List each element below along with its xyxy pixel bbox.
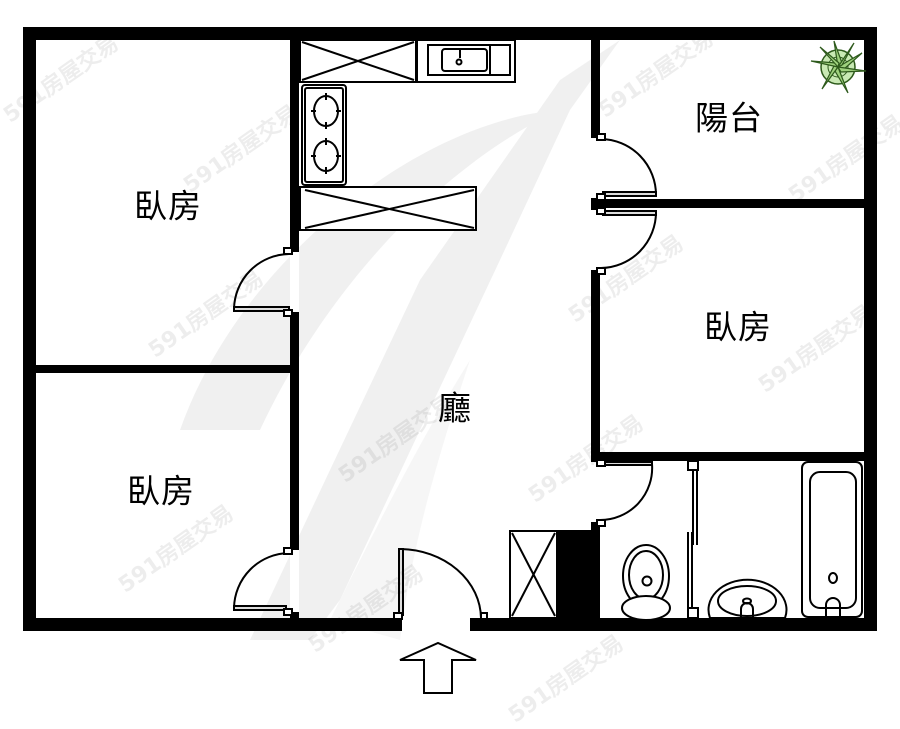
kitchen-counter-top <box>299 39 417 83</box>
room-label-balcony: 陽台 <box>695 98 763 138</box>
closet <box>509 530 558 619</box>
washbasin <box>707 578 788 619</box>
outer-walls <box>23 27 877 631</box>
watermark-logo <box>180 40 620 640</box>
room-label-bedroom-1: 臥房 <box>134 186 202 226</box>
interior-walls <box>36 40 864 618</box>
entrance-door[interactable] <box>393 548 488 620</box>
kitchen-counter-lower <box>299 186 477 231</box>
balcony-door[interactable] <box>596 133 657 201</box>
bathtub <box>801 461 863 618</box>
door-gaps <box>290 138 600 631</box>
floor-plan: 591房屋交易 591房屋交易 591房屋交易 591房屋交易 591房屋交易 … <box>0 26 900 728</box>
plant-icon <box>810 40 867 94</box>
kitchen <box>299 39 516 231</box>
bathroom-fixtures <box>621 460 863 621</box>
shower-partition <box>687 460 699 619</box>
doors[interactable] <box>233 133 657 620</box>
toilet <box>621 544 671 621</box>
floor-plan-drawing <box>23 27 877 694</box>
room-label-bedroom-2: 臥房 <box>127 471 195 511</box>
bathroom-door[interactable] <box>596 459 654 527</box>
up-arrow-icon <box>399 641 477 694</box>
room-label-living-room: 廳 <box>438 388 472 428</box>
bedroom-1-door[interactable] <box>233 247 293 317</box>
bedroom-2-door[interactable] <box>233 547 293 616</box>
kitchen-stove <box>301 84 347 186</box>
bedroom-3-door[interactable] <box>596 207 657 275</box>
kitchen-sink <box>416 39 516 83</box>
room-label-bedroom-3: 臥房 <box>704 307 772 347</box>
